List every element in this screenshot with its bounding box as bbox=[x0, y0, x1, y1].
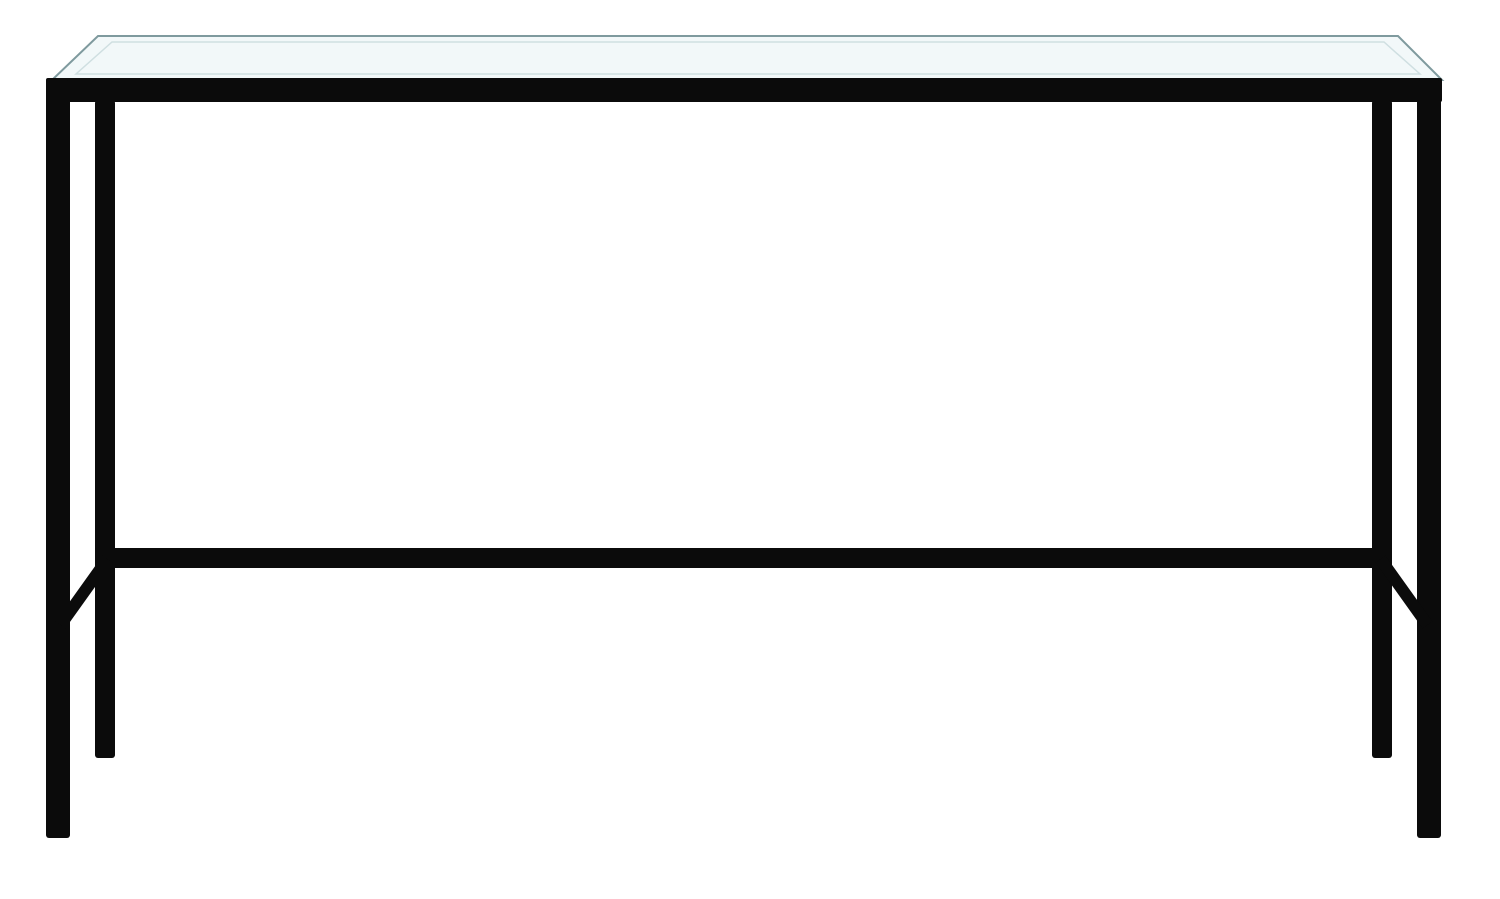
front-right-leg bbox=[1417, 80, 1441, 838]
back-left-leg bbox=[95, 100, 115, 758]
front-left-leg bbox=[46, 80, 70, 838]
back-right-leg bbox=[1372, 100, 1392, 758]
side-stretchers bbox=[55, 555, 1433, 629]
table-frame bbox=[46, 78, 1442, 838]
lower-stretcher bbox=[95, 548, 1392, 568]
glass-top bbox=[49, 35, 1445, 81]
